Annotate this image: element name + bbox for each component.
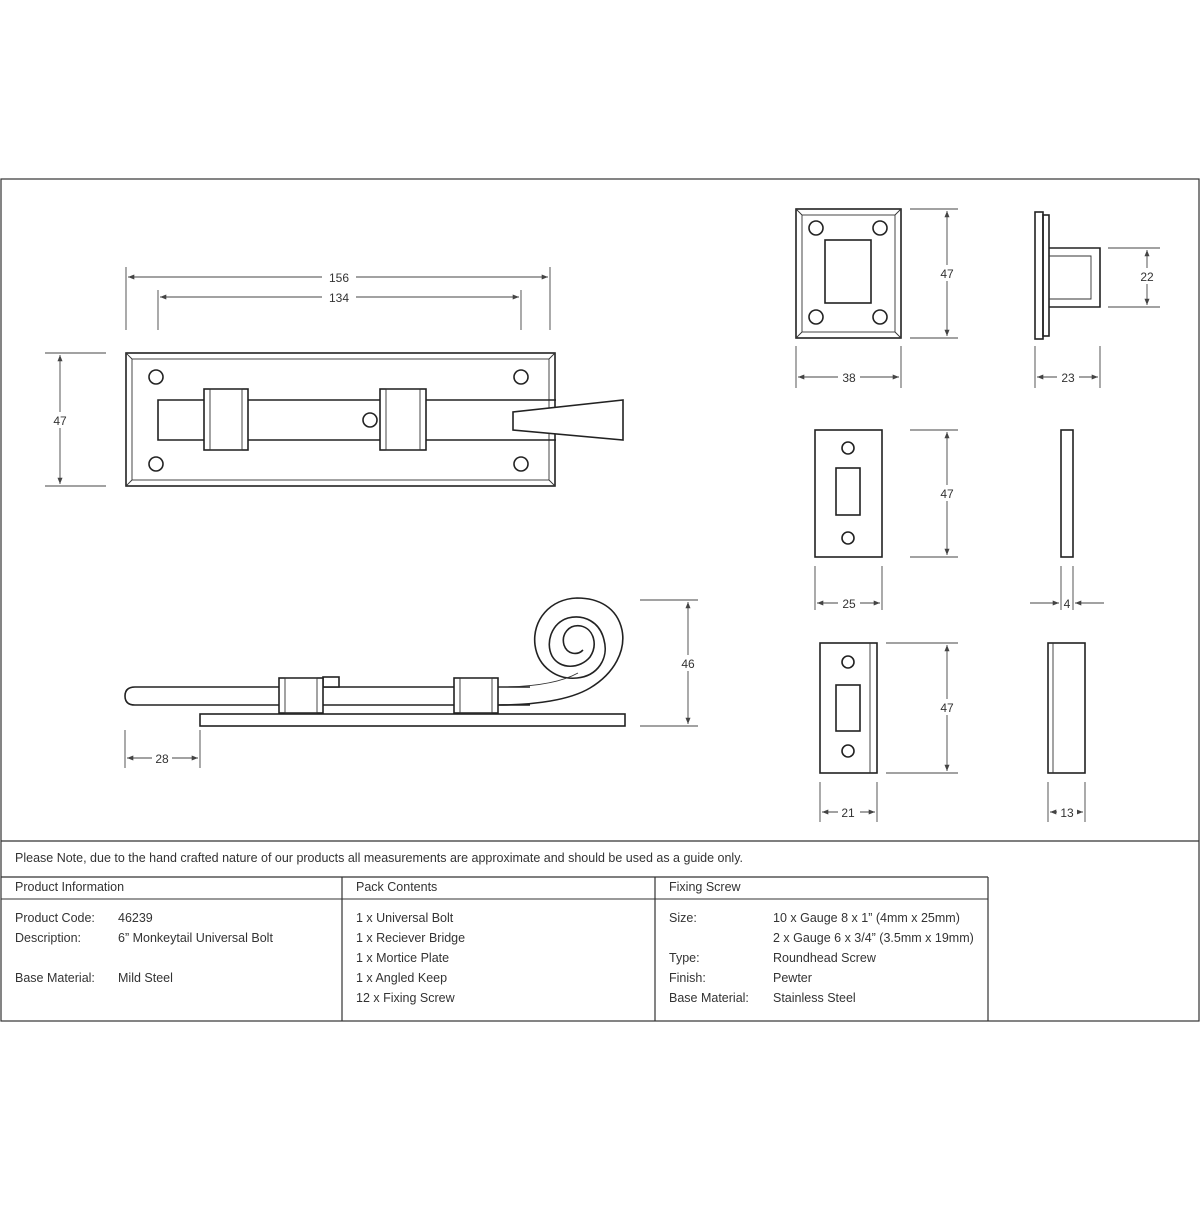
dim-tail-height: 46: [681, 657, 695, 671]
pack-item: 1 x Mortice Plate: [356, 951, 450, 965]
dim-mortice-height: 47: [940, 487, 954, 501]
type-label: Type:: [669, 951, 700, 965]
mortice-plate-front: [814, 429, 883, 558]
size-value: 10 x Gauge 8 x 1” (4mm x 25mm): [773, 911, 960, 925]
receiver-bridge-side: [1034, 211, 1101, 340]
finish-value: Pewter: [773, 971, 812, 985]
dim-bridge-width: 38: [842, 371, 856, 385]
mortice-plate-front-dimensions: 47 25: [814, 429, 958, 611]
mortice-plate-side-dimensions: 4: [1030, 566, 1104, 611]
receiver-bridge-front-dimensions: 47 38: [795, 208, 958, 388]
info-table-grid: [1, 876, 989, 1021]
dim-tail-offset: 28: [155, 752, 169, 766]
product-info-heading: Product Information: [15, 880, 125, 894]
receiver-bridge-front: [795, 208, 902, 339]
dim-bridge-depth: 23: [1061, 371, 1075, 385]
pack-contents-heading: Pack Contents: [356, 880, 438, 894]
measurement-note: Please Note, due to the hand crafted nat…: [15, 851, 744, 865]
pack-item: 1 x Angled Keep: [356, 971, 448, 985]
dim-keep-height: 47: [940, 701, 954, 715]
screw-material-value: Stainless Steel: [773, 991, 856, 1005]
size-label: Size:: [669, 911, 697, 925]
base-material-value: Mild Steel: [118, 971, 173, 985]
base-material-label: Base Material:: [15, 971, 95, 985]
dim-mortice-depth: 4: [1064, 597, 1071, 611]
dim-mortice-width: 25: [842, 597, 856, 611]
type-value: Roundhead Screw: [773, 951, 876, 965]
product-code-label: Product Code:: [15, 911, 95, 925]
description-label: Description:: [15, 931, 81, 945]
dim-keep-depth: 13: [1060, 806, 1074, 820]
screw-material-label: Base Material:: [669, 991, 749, 1005]
bolt-side-view: [124, 597, 626, 727]
angled-keep-front-dimensions: 47 21: [819, 642, 958, 822]
bolt-front-view: [125, 352, 624, 487]
dim-hole-spacing: 134: [329, 291, 349, 305]
description-value: 6” Monkeytail Universal Bolt: [118, 931, 273, 945]
product-code-value: 46239: [118, 911, 153, 925]
angled-keep-side-dimensions: 13: [1047, 782, 1086, 822]
pack-item: 1 x Universal Bolt: [356, 911, 454, 925]
receiver-bridge-side-dimensions: 22 23: [1034, 247, 1160, 388]
dim-bridge-loop: 22: [1140, 270, 1154, 284]
size-value: 2 x Gauge 6 x 3/4” (3.5mm x 19mm): [773, 931, 974, 945]
bolt-front-dimensions: 156 134 47: [45, 267, 551, 487]
fixing-screw-heading: Fixing Screw: [669, 880, 741, 894]
dim-bridge-height: 47: [940, 267, 954, 281]
angled-keep-front: [819, 642, 878, 774]
dim-bolt-length: 156: [329, 271, 349, 285]
mortice-plate-side: [1060, 429, 1074, 558]
angled-keep-side: [1047, 642, 1086, 774]
dim-keep-width: 21: [841, 806, 855, 820]
pack-item: 12 x Fixing Screw: [356, 991, 455, 1005]
dim-bolt-height: 47: [53, 414, 67, 428]
finish-label: Finish:: [669, 971, 706, 985]
bolt-side-dimensions: 28 46: [124, 599, 698, 768]
pack-item: 1 x Reciever Bridge: [356, 931, 466, 945]
drawing-border: [0, 178, 1200, 1022]
